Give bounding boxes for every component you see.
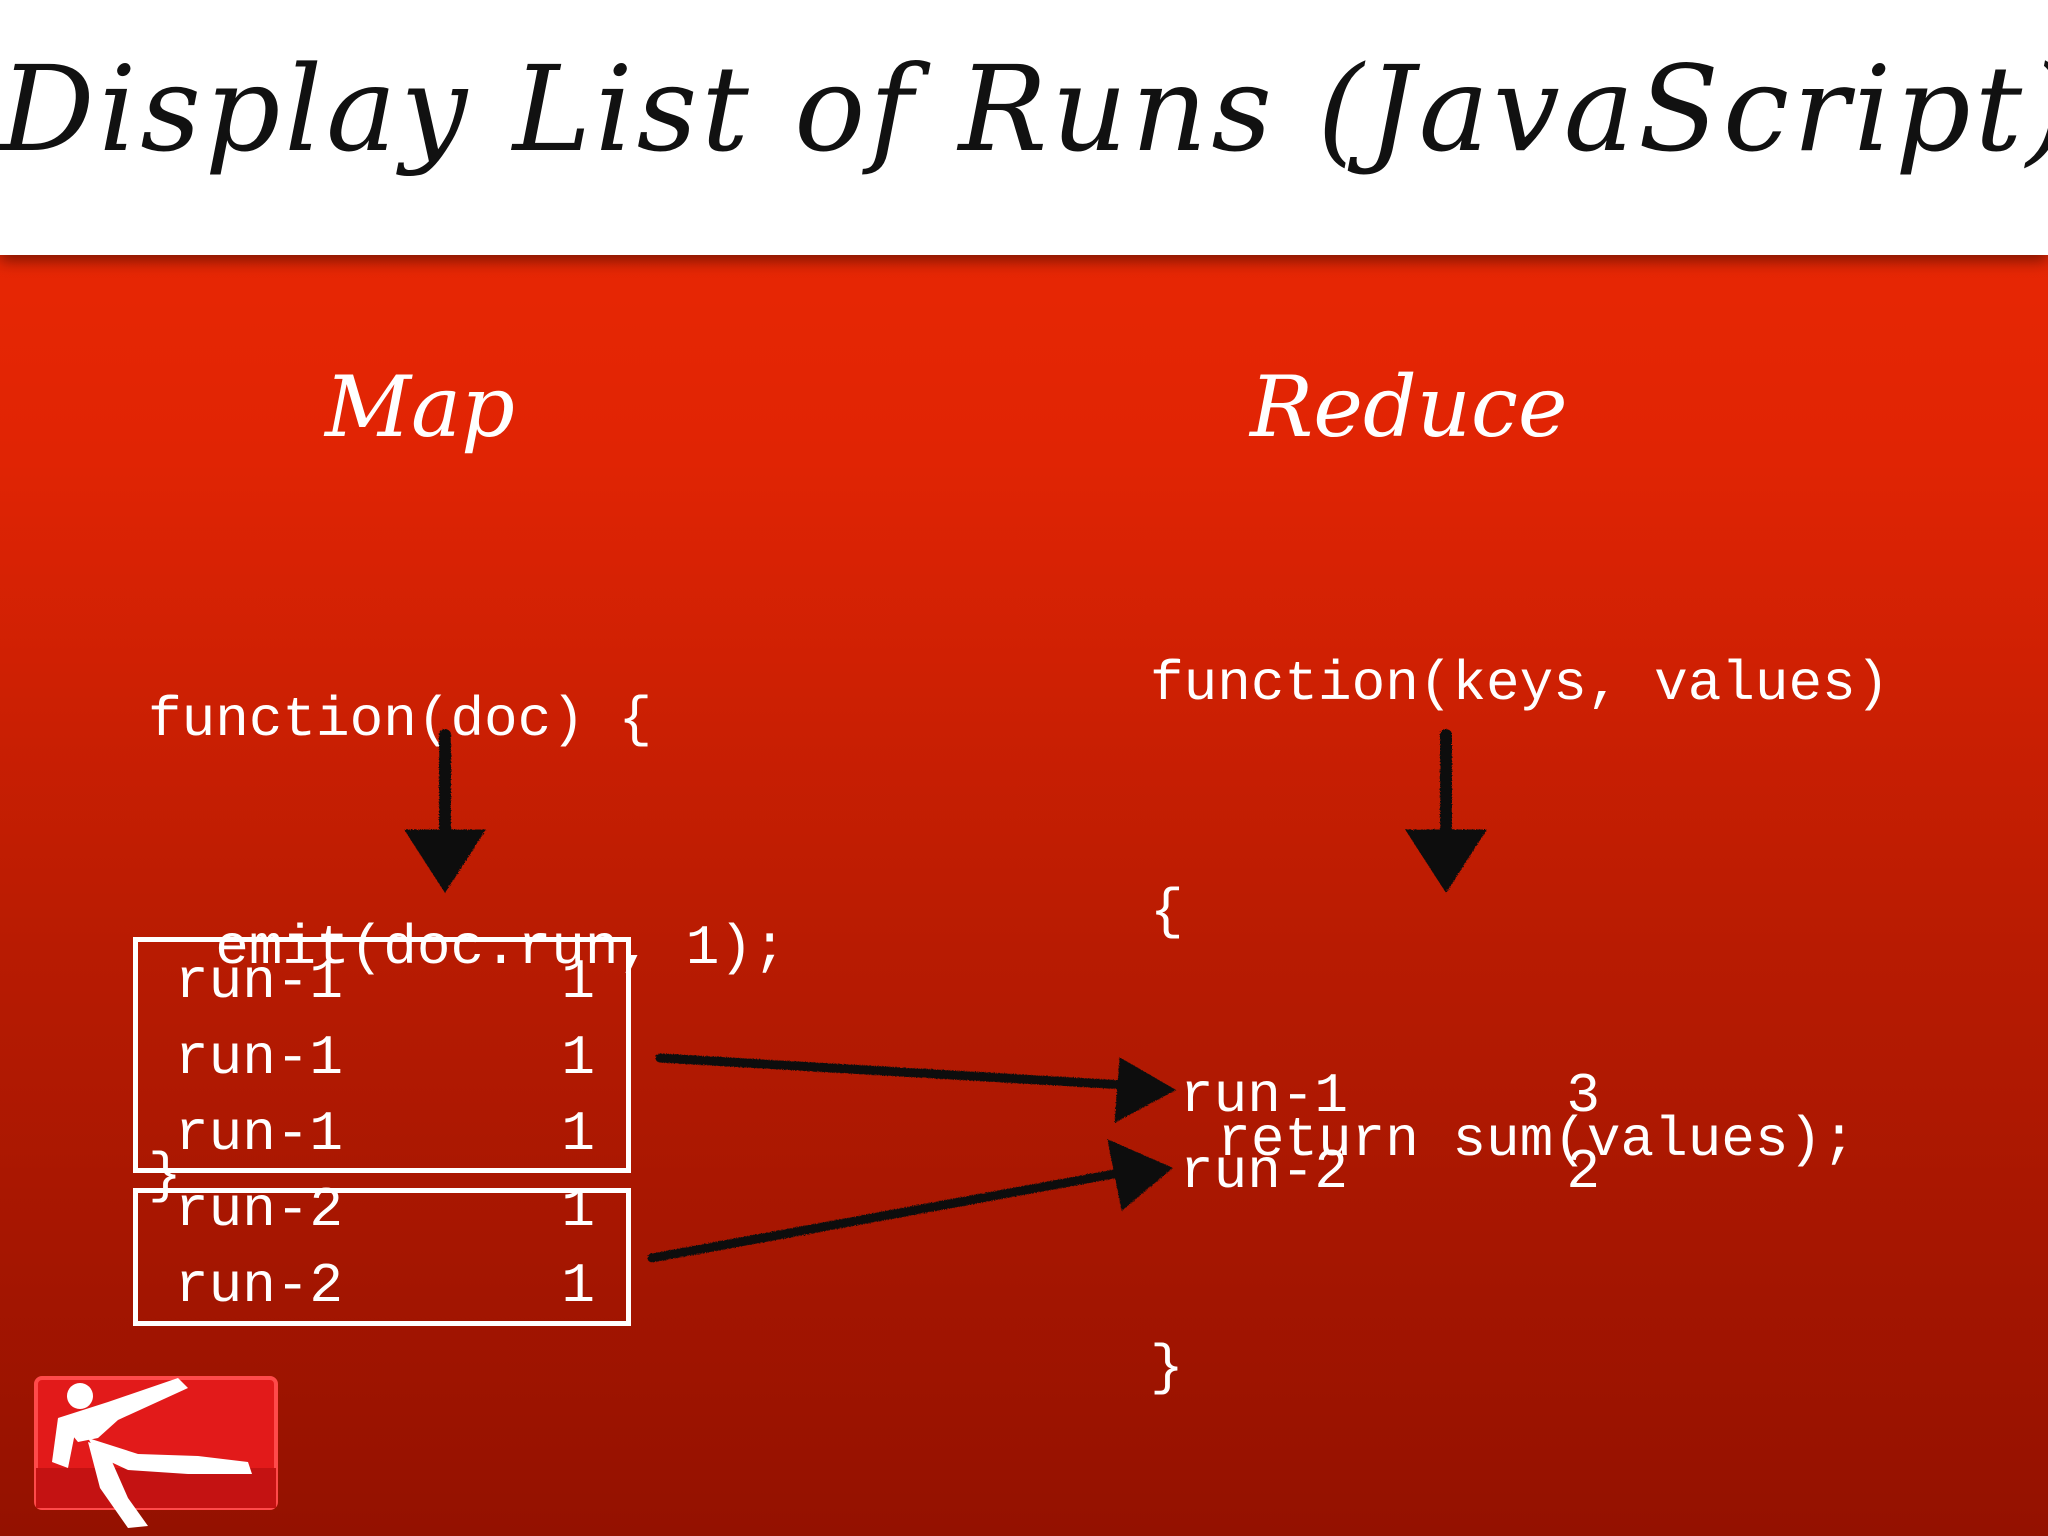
run2-to-reduce-arrow-icon	[647, 1139, 1173, 1263]
row-value: 1	[561, 1026, 595, 1090]
slide-title: Display List of Runs (JavaScript)	[0, 40, 2048, 178]
map-output-row: run-1 1	[175, 944, 595, 1020]
reduce-output-table: run-1 3 run-2 2	[1180, 1058, 1600, 1210]
code-line: function(doc) {	[148, 688, 653, 752]
map-output-row: run-2 1	[175, 1172, 595, 1248]
row-key: run-2	[1180, 1140, 1349, 1204]
map-output-row: run-1 1	[175, 1020, 595, 1096]
map-heading: Map	[325, 358, 515, 456]
map-function-code: function(doc) { emit(doc.run, 1); }	[148, 530, 787, 1366]
code-line: }	[1150, 1336, 1184, 1400]
reduce-down-arrow-icon	[1405, 729, 1487, 893]
code-line: {	[1150, 880, 1184, 944]
code-line: function(keys, values)	[1150, 652, 1890, 716]
row-value: 1	[561, 1178, 595, 1242]
row-value: 3	[1566, 1064, 1600, 1128]
run-2-group-box	[133, 1188, 631, 1326]
reduce-output-row: run-2 2	[1180, 1134, 1600, 1210]
row-key: run-1	[175, 1102, 344, 1166]
row-key: run-2	[175, 1178, 344, 1242]
row-value: 2	[1566, 1140, 1600, 1204]
title-bar: Display List of Runs (JavaScript)	[0, 0, 2048, 255]
row-value: 1	[561, 950, 595, 1014]
row-key: run-2	[175, 1254, 344, 1318]
run1-to-reduce-arrow-icon	[655, 1053, 1177, 1123]
code-line: emit(doc.run, 1);	[148, 916, 787, 980]
code-line: return sum(values);	[1150, 1108, 1856, 1172]
row-key: run-1	[175, 1026, 344, 1090]
code-line: }	[148, 1144, 182, 1208]
run-1-group-box	[133, 937, 631, 1173]
map-down-arrow-icon	[404, 729, 486, 893]
reduce-function-code: function(keys, values) { return sum(valu…	[1150, 494, 1889, 1536]
row-value: 1	[561, 1254, 595, 1318]
map-output-row: run-2 1	[175, 1248, 595, 1324]
row-key: run-1	[1180, 1064, 1349, 1128]
row-value: 1	[561, 1102, 595, 1166]
map-output-row: run-1 1	[175, 1096, 595, 1172]
map-output-table: run-1 1 run-1 1 run-1 1 run-2 1 run-2 1	[175, 944, 595, 1324]
couchdb-logo-icon	[34, 1376, 278, 1528]
reduce-output-row: run-1 3	[1180, 1058, 1600, 1134]
row-key: run-1	[175, 950, 344, 1014]
reduce-heading: Reduce	[1250, 358, 1568, 456]
